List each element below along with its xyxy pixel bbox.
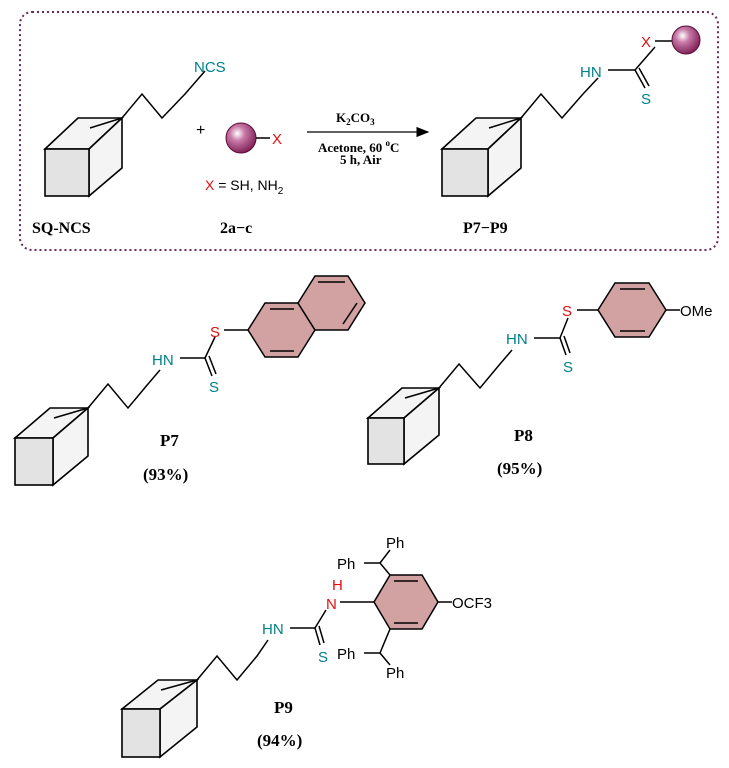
p8-name: P8 [514, 426, 533, 445]
condition-line-1: Acetone, 60 oC [318, 138, 399, 155]
propyl-chain-p7 [87, 369, 161, 410]
p8-ome: OMe [680, 303, 713, 320]
p7-yield: (93%) [143, 465, 188, 484]
condition-line-2: 5 h, Air [340, 152, 382, 167]
p7-s-thione: S [209, 379, 219, 396]
propyl-chain-reactant [121, 70, 206, 120]
bead-icon [225, 122, 257, 154]
bead-icon [671, 25, 701, 55]
propyl-chain-product [520, 77, 599, 120]
propyl-chain-p9 [196, 639, 269, 682]
p9-ph-2: Ph [337, 556, 355, 573]
p7-s-link: S [210, 324, 220, 341]
p9-ph-1: Ph [386, 535, 404, 552]
p9-ocf3: OCF3 [452, 595, 492, 612]
p9-n: N [326, 596, 337, 613]
product-x: X [641, 34, 651, 51]
p8-s-thione: S [563, 359, 573, 376]
benzene-ring-p9 [373, 574, 439, 630]
label-2a-c: 2a−c [220, 220, 252, 237]
plus-sign: + [196, 122, 205, 139]
p9-h: H [332, 577, 343, 594]
propyl-chain-p8 [438, 349, 513, 390]
p9-s-thione: S [318, 649, 328, 666]
p8-yield: (95%) [497, 459, 542, 478]
p9-ph-3: Ph [337, 646, 355, 663]
p8-hn: HN [506, 331, 528, 348]
p9-hn: HN [262, 621, 284, 638]
cube-p8 [365, 386, 442, 466]
product-hn: HN [580, 64, 602, 81]
p9-name: P9 [274, 698, 293, 717]
benzene-ring-p8 [597, 282, 667, 338]
cube-product-generic [439, 116, 524, 198]
cube-p9 [119, 678, 200, 759]
p9-yield: (94%) [257, 731, 302, 750]
product-s: S [641, 91, 651, 108]
reagent-k2co3: K2CO3 [336, 110, 375, 127]
x-atom: X [272, 131, 282, 148]
label-p7-p9: P7−P9 [463, 220, 508, 237]
label-sq-ncs: SQ-NCS [32, 220, 91, 237]
ncs-group: NCS [194, 59, 226, 76]
x-definition: X = SH, NH2 [205, 177, 284, 197]
cube-sq-ncs [42, 116, 125, 198]
p7-name: P7 [160, 431, 179, 450]
cube-p7 [12, 406, 91, 487]
naphthalene-ring [247, 275, 366, 358]
p8-s-link: S [562, 303, 572, 320]
scheme-frame [19, 11, 719, 251]
p9-ph-4: Ph [386, 665, 404, 682]
p7-hn: HN [152, 352, 174, 369]
